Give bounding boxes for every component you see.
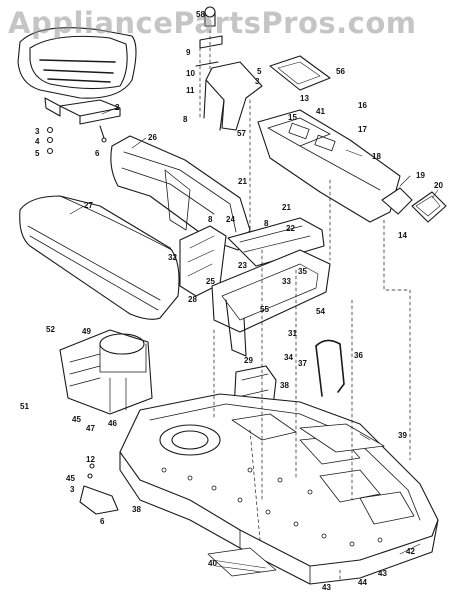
- callout-label: 45: [66, 474, 75, 483]
- console-part: [257, 109, 401, 223]
- seat-hardware: [46, 125, 107, 155]
- callout-label: 33: [282, 277, 291, 286]
- floor-mats: [207, 423, 385, 577]
- callout-label: 47: [86, 424, 95, 433]
- callout-label: 20: [434, 181, 443, 190]
- callout-label: 6: [100, 517, 105, 526]
- callout-label: 57: [237, 129, 246, 138]
- callout-label: 39: [398, 431, 407, 440]
- callout-label: 58: [196, 10, 205, 19]
- callout-label: 54: [316, 307, 325, 316]
- callout-label: 3: [255, 77, 260, 86]
- callout-label: 5: [35, 149, 40, 158]
- callout-label: 17: [358, 125, 367, 134]
- callout-label: 46: [108, 419, 117, 428]
- callout-label: 41: [316, 107, 325, 116]
- callout-label: 22: [286, 224, 295, 233]
- callout-label: 4: [35, 137, 40, 146]
- dash-panel: [227, 217, 325, 267]
- callout-label: 16: [358, 101, 367, 110]
- callout-label: 23: [238, 261, 247, 270]
- callout-label: 3: [35, 127, 40, 136]
- callout-label: 34: [284, 353, 293, 362]
- upper-bracket: [195, 6, 331, 131]
- callout-label: 49: [82, 327, 91, 336]
- callout-label: 51: [20, 402, 29, 411]
- callout-label: 45: [72, 415, 81, 424]
- callout-label: 38: [280, 381, 289, 390]
- callout-label: 26: [148, 133, 157, 142]
- seat-part: [17, 27, 137, 125]
- hood-part: [19, 195, 180, 320]
- callout-label: 37: [298, 359, 307, 368]
- callout-label: 38: [132, 505, 141, 514]
- callout-label: 21: [238, 177, 247, 186]
- callout-label: 25: [206, 277, 215, 286]
- callout-label: 56: [336, 67, 345, 76]
- callout-label: 13: [300, 94, 309, 103]
- lower-bracket: [79, 463, 119, 515]
- callout-label: 43: [322, 583, 331, 592]
- callout-label: 31: [288, 329, 297, 338]
- handle-part: [315, 339, 345, 397]
- callout-label: 2: [115, 103, 120, 112]
- leader-lines: [199, 29, 411, 581]
- callout-label: 27: [84, 201, 93, 210]
- callout-label: 14: [398, 231, 407, 240]
- engine-part: [59, 329, 153, 415]
- callout-label: 15: [288, 113, 297, 122]
- callout-label: 6: [95, 149, 100, 158]
- callout-label: 8: [183, 115, 188, 124]
- dash-frame-part: [110, 135, 251, 251]
- callout-label: 12: [86, 455, 95, 464]
- callout-label: 21: [282, 203, 291, 212]
- callout-label: 42: [406, 547, 415, 556]
- callout-label: 40: [208, 559, 217, 568]
- callout-label: 43: [378, 569, 387, 578]
- callout-label: 9: [186, 48, 191, 57]
- side-panels: [381, 187, 447, 223]
- callout-label: 5: [257, 67, 262, 76]
- chassis-part: [119, 393, 439, 585]
- callout-label: 8: [264, 219, 269, 228]
- callout-label: 36: [354, 351, 363, 360]
- callout-label: 28: [188, 295, 197, 304]
- callout-label: 29: [244, 356, 253, 365]
- callout-label: 3: [70, 485, 75, 494]
- fender-pod-part: [211, 249, 331, 357]
- callout-label: 35: [298, 267, 307, 276]
- callout-label: 24: [226, 215, 235, 224]
- callout-label: 18: [372, 152, 381, 161]
- callout-label: 32: [168, 253, 177, 262]
- callout-label: 52: [46, 325, 55, 334]
- callout-label: 44: [358, 578, 367, 587]
- callout-leaders: [69, 107, 439, 555]
- callout-label: 8: [208, 215, 213, 224]
- watermark-text: AppliancePartsPros.com: [8, 6, 417, 40]
- callout-label: 11: [186, 86, 195, 95]
- callout-label: 10: [186, 69, 195, 78]
- callout-label: 19: [416, 171, 425, 180]
- callout-label: 55: [260, 305, 269, 314]
